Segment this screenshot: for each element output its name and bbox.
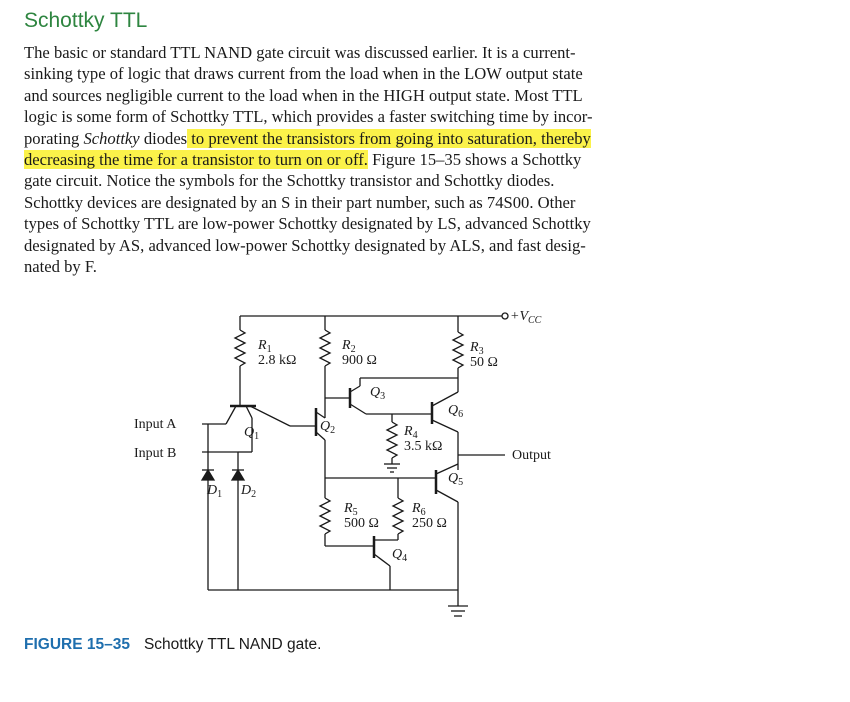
transistor-q3-collector [349, 385, 361, 393]
paragraph-line: sinking type of logic that draws current… [24, 64, 583, 84]
paragraph-line: porating Schottky diodes to prevent the … [24, 128, 674, 149]
paragraph-line: Schottky devices are designated by an S … [24, 192, 576, 212]
diode-d1 [200, 468, 216, 481]
d2-label: D2 [240, 483, 256, 500]
r1-value: 2.8 kΩ [258, 353, 296, 368]
transistor-q4-emitter [373, 553, 391, 567]
q2-label: Q2 [320, 419, 335, 436]
vcc-terminal [501, 312, 509, 320]
diode-d2 [230, 468, 246, 481]
figure-caption: FIGURE 15–35 Schottky TTL NAND gate. [24, 636, 321, 654]
figure-caption-text: Schottky TTL NAND gate. [143, 636, 322, 653]
highlighted-text: decreasing the time for a transistor to … [24, 150, 368, 170]
text-run: diodes [139, 128, 188, 148]
r4-value: 3.5 kΩ [404, 439, 442, 454]
r6-label: R6 [411, 501, 426, 518]
resistor-r2 [318, 329, 332, 367]
resistor-r4 [385, 421, 399, 459]
r2-label: R2 [341, 338, 356, 355]
transistor-q1-emitter-b [245, 405, 253, 419]
emphasis-schottky: Schottky [83, 128, 140, 148]
q3-label: Q3 [370, 385, 385, 402]
resistor-r3 [451, 331, 465, 369]
q6-label: Q6 [448, 403, 463, 420]
d1-label: D1 [206, 483, 222, 500]
r3-label: R3 [469, 340, 484, 357]
q5-label: Q5 [448, 471, 463, 488]
q1-label: Q1 [244, 425, 259, 442]
paragraph-line: logic is some form of Schottky TTL, whic… [24, 107, 593, 127]
r5-value: 500 Ω [344, 516, 379, 531]
body-paragraph: The basic or standard TTL NAND gate circ… [24, 42, 674, 277]
output-label: Output [512, 448, 551, 463]
transistor-q2-collector [315, 411, 326, 419]
input-a-label: Input A [134, 417, 177, 432]
resistor-r1 [233, 329, 247, 367]
paragraph-line: decreasing the time for a transistor to … [24, 149, 674, 170]
r4-label: R4 [403, 424, 418, 441]
vcc-label: +VCC [510, 309, 542, 326]
transistor-q3-emitter [349, 403, 367, 415]
transistor-q5-emitter [435, 489, 459, 503]
r3-value: 50 Ω [470, 355, 498, 370]
r5-label: R5 [343, 501, 358, 518]
r6-value: 250 Ω [412, 516, 447, 531]
paragraph-line: nated by F. [24, 257, 97, 277]
text-run: Figure 15–35 shows a Schottky [367, 150, 582, 170]
transistor-q1-emitter-a [225, 405, 237, 425]
highlighted-text: to prevent the transistors from going in… [187, 128, 591, 148]
paragraph-line: types of Schottky TTL are low-power Scho… [24, 214, 591, 234]
r2-value: 900 Ω [342, 353, 377, 368]
q4-label: Q4 [392, 547, 407, 564]
transistor-q6-collector [431, 391, 459, 407]
figure-number: FIGURE 15–35 [24, 636, 130, 653]
transistor-q2-emitter [315, 431, 326, 441]
paragraph-line: The basic or standard TTL NAND gate circ… [24, 43, 576, 62]
transistor-q6-emitter [431, 419, 459, 433]
input-b-label: Input B [134, 446, 176, 461]
text-run: porating [24, 128, 84, 148]
r1-label: R1 [257, 338, 272, 355]
paragraph-line: designated by AS, advanced low-power Sch… [24, 235, 586, 255]
paragraph-line: gate circuit. Notice the symbols for the… [24, 171, 555, 191]
transistor-q1-collector [249, 405, 291, 427]
transistor-q5-collector [435, 463, 459, 475]
paragraph-line: and sources negligible current to the lo… [24, 85, 583, 105]
resistor-r6 [391, 497, 405, 535]
resistor-r5 [318, 497, 332, 535]
section-title: Schottky TTL [24, 9, 148, 32]
